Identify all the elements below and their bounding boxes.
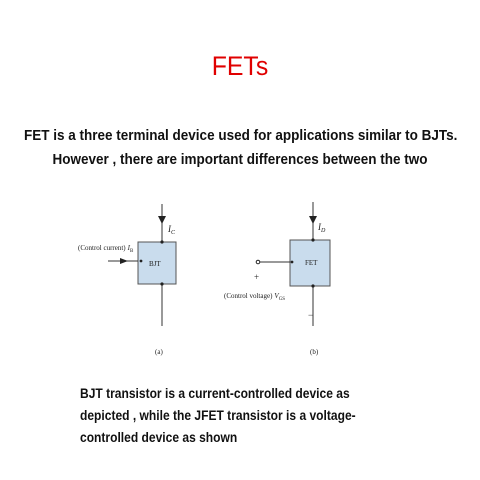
fet-figure: ID FET + − (Control voltage)VGS (b) bbox=[224, 202, 331, 356]
fet-gate-terminal bbox=[290, 260, 294, 264]
fet-plus-sign: + bbox=[254, 272, 259, 282]
intro-line-1: FET is a three terminal device used for … bbox=[24, 127, 458, 144]
comparison-diagram: IC BJT (Control current)IB (a) ID FET + bbox=[78, 202, 331, 356]
fet-caption: (b) bbox=[310, 348, 319, 356]
bjt-fet-comparison-figure: IC BJT (Control current)IB (a) ID FET + bbox=[0, 196, 480, 366]
fet-device-box bbox=[289, 239, 331, 287]
fet-output-current-label: ID bbox=[317, 222, 326, 234]
bjt-collector-arrow bbox=[158, 216, 166, 224]
bjt-output-current-label: IC bbox=[167, 224, 176, 236]
slide-title: FETs bbox=[211, 51, 269, 81]
bjt-control-label: (Control current)IB bbox=[78, 244, 134, 254]
bjt-device-label: BJT bbox=[149, 260, 161, 268]
bjt-bottom-terminal bbox=[160, 282, 164, 286]
intro-text: FET is a three terminal device used for … bbox=[0, 124, 480, 172]
intro-line-2: However , there are important difference… bbox=[52, 151, 428, 168]
summary-line-3: controlled device as shown bbox=[80, 429, 238, 445]
summary-line-2: depicted , while the JFET transistor is … bbox=[80, 407, 356, 423]
bjt-figure: IC BJT (Control current)IB (a) bbox=[78, 204, 177, 356]
fet-drain-arrow bbox=[309, 216, 317, 224]
summary-line-1: BJT transistor is a current-controlled d… bbox=[80, 385, 350, 401]
bjt-top-terminal bbox=[160, 240, 164, 244]
fet-minus-sign: − bbox=[308, 310, 313, 320]
fet-control-label: (Control voltage)VGS bbox=[224, 292, 285, 302]
summary-text: BJT transistor is a current-controlled d… bbox=[80, 382, 460, 448]
bjt-base-terminal bbox=[139, 259, 143, 263]
fet-device-label: FET bbox=[305, 259, 318, 267]
fet-gate-input-node bbox=[255, 259, 261, 265]
bjt-device-box bbox=[137, 241, 177, 285]
fet-bottom-terminal bbox=[311, 284, 315, 288]
fet-top-terminal bbox=[311, 238, 315, 242]
bjt-caption: (a) bbox=[155, 348, 163, 356]
bjt-base-arrow bbox=[120, 258, 128, 264]
